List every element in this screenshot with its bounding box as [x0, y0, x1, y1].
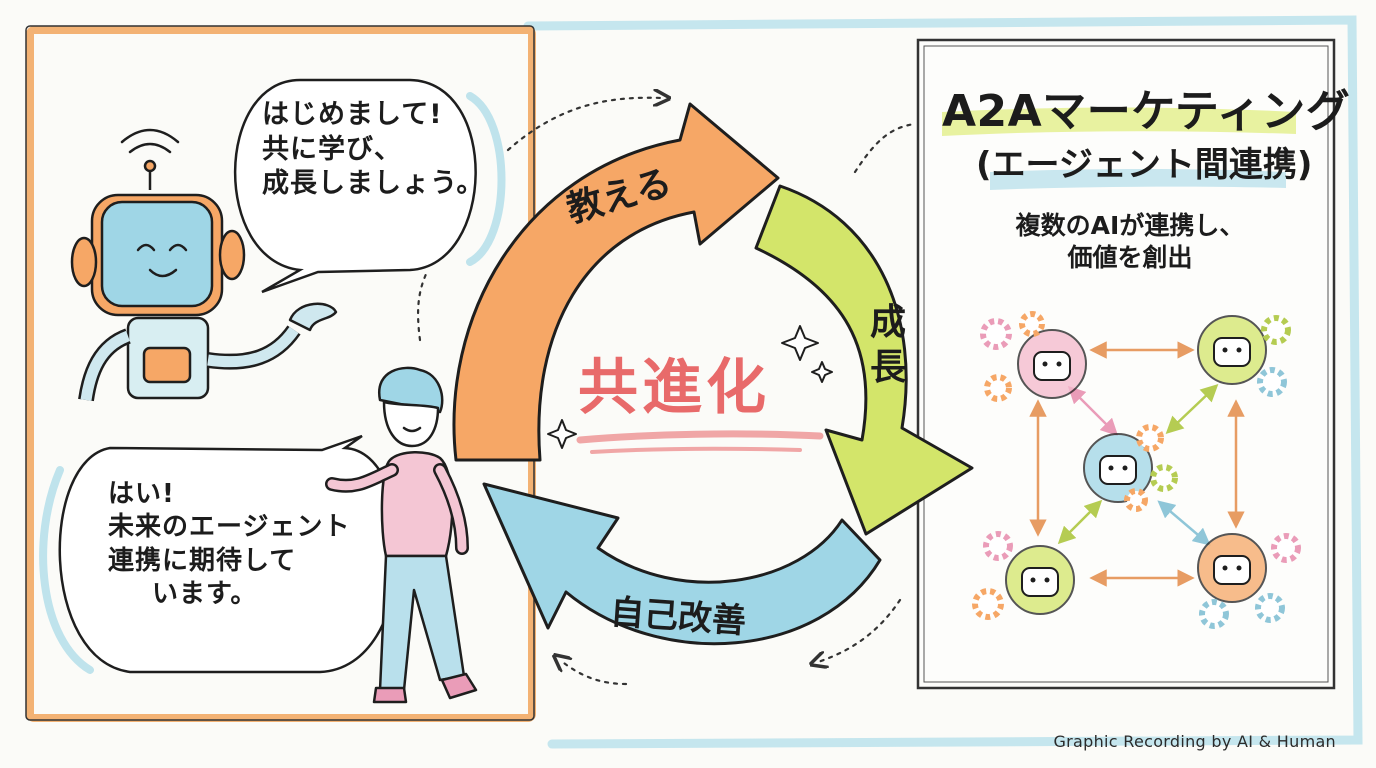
gear-icons [972, 311, 1301, 629]
robot-speech-bubble [233, 78, 506, 294]
cycle-arrow-improve [482, 482, 882, 646]
footer-signature: Graphic Recording by AI & Human [1053, 732, 1336, 751]
title-highlights [942, 107, 1296, 190]
description-line-1: 複数のAIが連携し、 [1015, 211, 1245, 240]
human-line-3: 連携に期待して [108, 545, 297, 576]
sparkle-icons [547, 325, 833, 449]
robot-character [70, 128, 338, 402]
right-panel-description: 複数のAIが連携し、 価値を創出 [940, 210, 1320, 274]
robot-line-3: 成長しましょう。 [262, 168, 485, 200]
dotted-flow-arrows [416, 98, 916, 686]
agent-network-diagram [972, 311, 1301, 629]
cycle-arrow-teach [452, 102, 780, 462]
cycle-center-title: 共進化 [578, 353, 770, 423]
center-underline [576, 430, 824, 454]
cycle-arrow-grow [754, 184, 974, 536]
description-line-2: 価値を創出 [1067, 243, 1193, 272]
agent-nodes [1005, 315, 1267, 615]
right-panel-subtitle: (エージェント間連携) [976, 145, 1313, 185]
robot-line-1: はじめまして! [262, 99, 443, 130]
arrow-label-grow: 成長 [870, 302, 907, 388]
human-line-1: はい! [108, 479, 175, 509]
right-panel-title: A2Aマーケティング [942, 86, 1351, 137]
robot-bubble-text: はじめまして! 共に学び、 成長しましょう。 [262, 98, 484, 202]
human-line-4: います。 [152, 578, 258, 609]
robot-line-2: 共に学び、 [262, 133, 402, 165]
human-bubble-text: はい! 未来のエージェント 連携に期待して います。 [108, 478, 350, 611]
human-line-2: 未来のエージェント [108, 512, 351, 543]
human-character [325, 366, 478, 704]
